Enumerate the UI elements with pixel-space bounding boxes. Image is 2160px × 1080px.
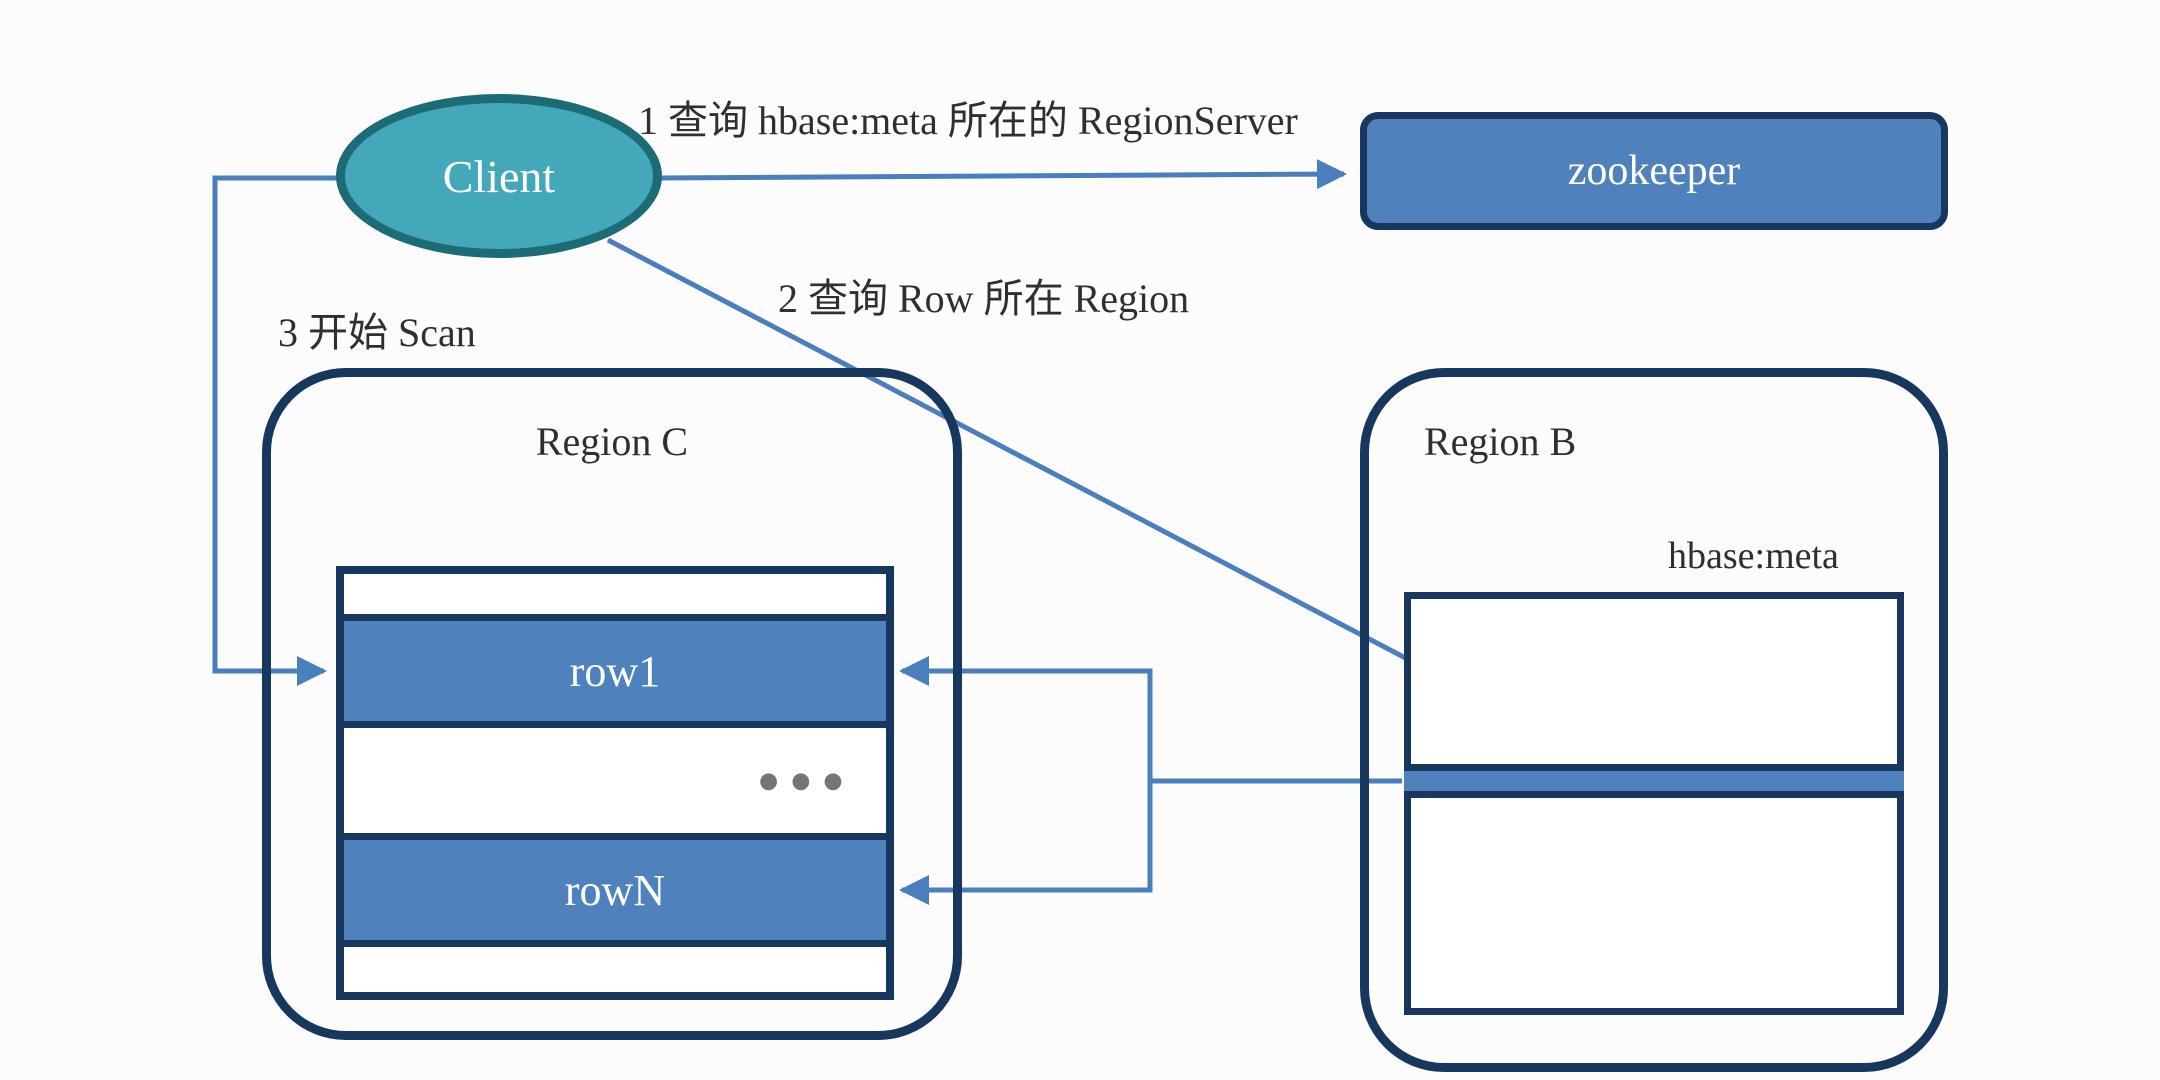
region-c-table: row1 ● ● ● rowN bbox=[336, 566, 894, 1000]
arrow-client-to-zookeeper bbox=[659, 159, 1347, 190]
region-b-table bbox=[1404, 592, 1904, 1015]
region-c-title: Region C bbox=[535, 419, 689, 464]
row1-label: row1 bbox=[569, 646, 661, 696]
client-node: Client bbox=[336, 94, 662, 258]
ellipsis-dots: ● ● ● bbox=[759, 768, 846, 793]
row-divider bbox=[344, 833, 886, 840]
row-divider bbox=[344, 614, 886, 621]
region-c-table-bottom-strip bbox=[344, 947, 886, 992]
annotation-step1: 1 查询 hbase:meta 所在的 RegionServer bbox=[638, 98, 1298, 143]
rowN-label: rowN bbox=[564, 865, 666, 915]
rowN-cell: rowN bbox=[344, 840, 886, 940]
client-label: Client bbox=[442, 150, 556, 202]
annotation-step2: 2 查询 Row 所在 Region bbox=[778, 276, 1190, 321]
row1-cell: row1 bbox=[344, 621, 886, 721]
row-divider bbox=[344, 940, 886, 947]
zookeeper-label: zookeeper bbox=[1567, 148, 1741, 194]
row-divider bbox=[344, 721, 886, 728]
ellipsis-row: ● ● ● bbox=[344, 728, 886, 833]
hbase-meta-label: hbase:meta bbox=[1668, 535, 1839, 577]
region-b-title: Region B bbox=[1424, 419, 1577, 464]
zookeeper-node: zookeeper bbox=[1360, 112, 1948, 230]
region-c-table-top-strip bbox=[344, 574, 886, 614]
hbase-meta-row-band bbox=[1404, 764, 1904, 798]
region-b-container bbox=[1360, 368, 1948, 1072]
annotation-step3: 3 开始 Scan bbox=[278, 310, 476, 355]
region-c-container bbox=[262, 368, 962, 1040]
